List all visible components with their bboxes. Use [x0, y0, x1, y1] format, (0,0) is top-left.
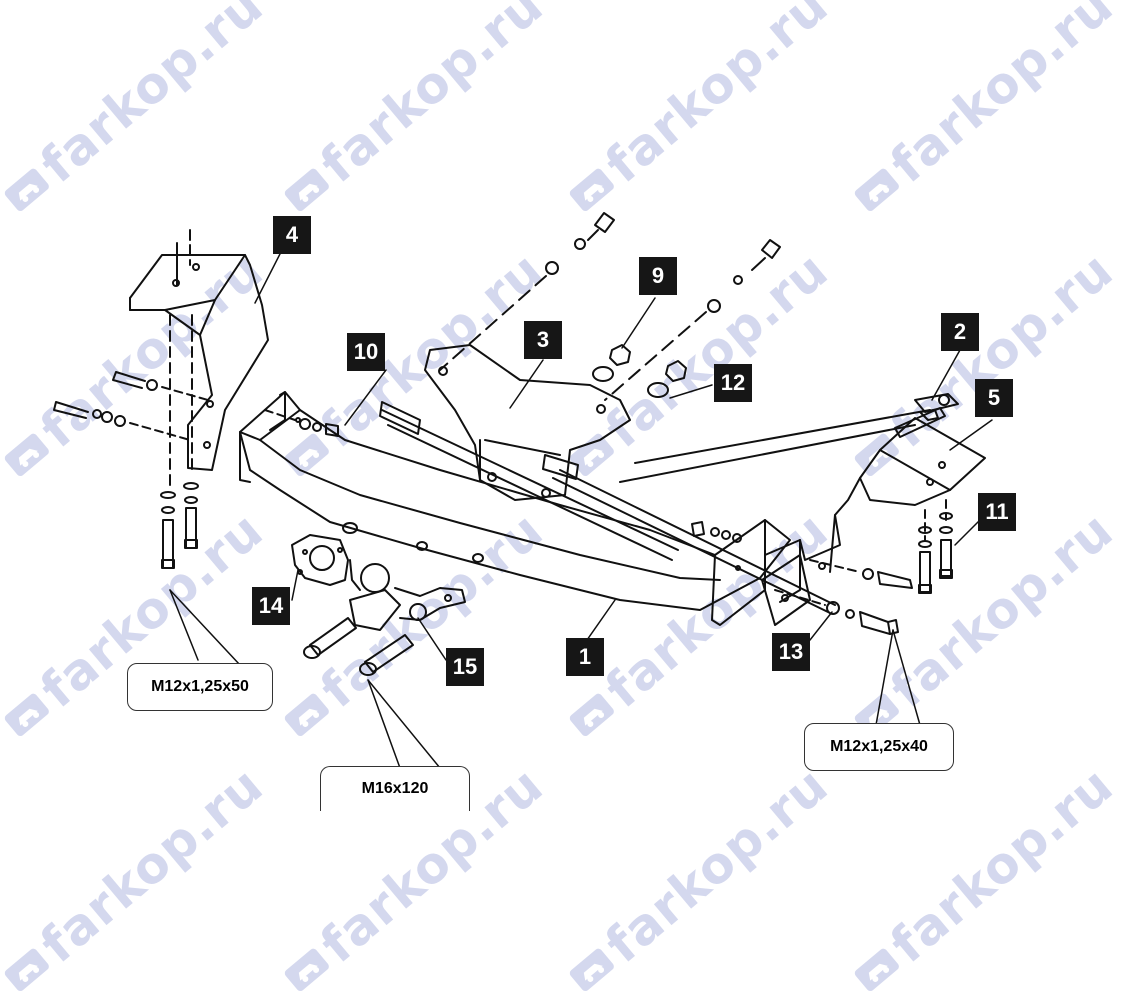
watermark: farkop.ru: [556, 0, 839, 226]
car-logo-icon: [284, 433, 329, 477]
part-label-1: 1: [566, 638, 604, 676]
part-label-15: 15: [446, 648, 484, 686]
watermark: farkop.ru: [556, 501, 839, 751]
right-horizontal-bolts: [774, 559, 913, 635]
connecting-rods: [379, 401, 931, 613]
part-label-4: 4: [273, 216, 311, 254]
right-end-plate: [761, 554, 811, 626]
car-logo-icon: [284, 168, 329, 212]
part-label-14: 14: [252, 587, 290, 625]
part-label-9: 9: [639, 257, 677, 295]
bolt-spec-ball: M16x120: [320, 766, 470, 811]
car-logo-icon: [569, 433, 614, 477]
car-logo-icon: [284, 948, 329, 992]
car-logo-icon: [4, 948, 49, 992]
watermark: farkop.ru: [271, 501, 554, 751]
watermark: farkop.ru: [0, 756, 274, 1006]
part-label-2: 2: [941, 313, 979, 351]
car-logo-icon: [4, 693, 49, 737]
watermark: farkop.ru: [271, 756, 554, 1006]
car-logo-icon: [4, 433, 49, 477]
bolt-part-10-set: [264, 409, 339, 437]
part-label-13: 13: [772, 633, 810, 671]
part-label-5: 5: [975, 379, 1013, 417]
left-bracket-bolts: [53, 371, 209, 441]
car-logo-icon: [569, 948, 614, 992]
watermark: farkop.ru: [271, 241, 554, 491]
car-logo-icon: [4, 168, 49, 212]
part-label-3: 3: [524, 321, 562, 359]
right-mid-nuts: [691, 521, 742, 543]
watermark: farkop.ru: [0, 241, 274, 491]
bolt-spec-left: M12x1,25x50: [127, 663, 273, 711]
socket-plate-part-14: [291, 534, 349, 586]
car-logo-icon: [569, 693, 614, 737]
right-bracket-part-5: [799, 393, 986, 573]
part-label-11: 11: [978, 493, 1016, 531]
car-logo-icon: [854, 948, 899, 992]
car-logo-icon: [569, 168, 614, 212]
left-vertical-bolts: [160, 314, 199, 569]
watermark: farkop.ru: [556, 756, 839, 1006]
part-label-12: 12: [714, 364, 752, 402]
tow-ball: [349, 559, 466, 631]
car-logo-icon: [284, 693, 329, 737]
ball-bolts-part-15: [303, 617, 414, 676]
watermark: farkop.ru: [841, 0, 1124, 226]
right-vertical-bolts: [918, 499, 953, 594]
left-bracket-part-4: [129, 229, 269, 471]
bolt-spec-right: M12x1,25x40: [804, 723, 954, 771]
watermark: farkop.ru: [841, 756, 1124, 1006]
main-crossbeam-part-1: [239, 391, 801, 626]
center-bolts: [439, 212, 781, 401]
watermark: farkop.ru: [556, 241, 839, 491]
watermark: farkop.ru: [271, 0, 554, 226]
part-label-10: 10: [347, 333, 385, 371]
watermark: farkop.ru: [0, 501, 274, 751]
car-logo-icon: [854, 168, 899, 212]
watermark: farkop.ru: [0, 0, 274, 226]
callout-leader-lines: [169, 249, 993, 769]
